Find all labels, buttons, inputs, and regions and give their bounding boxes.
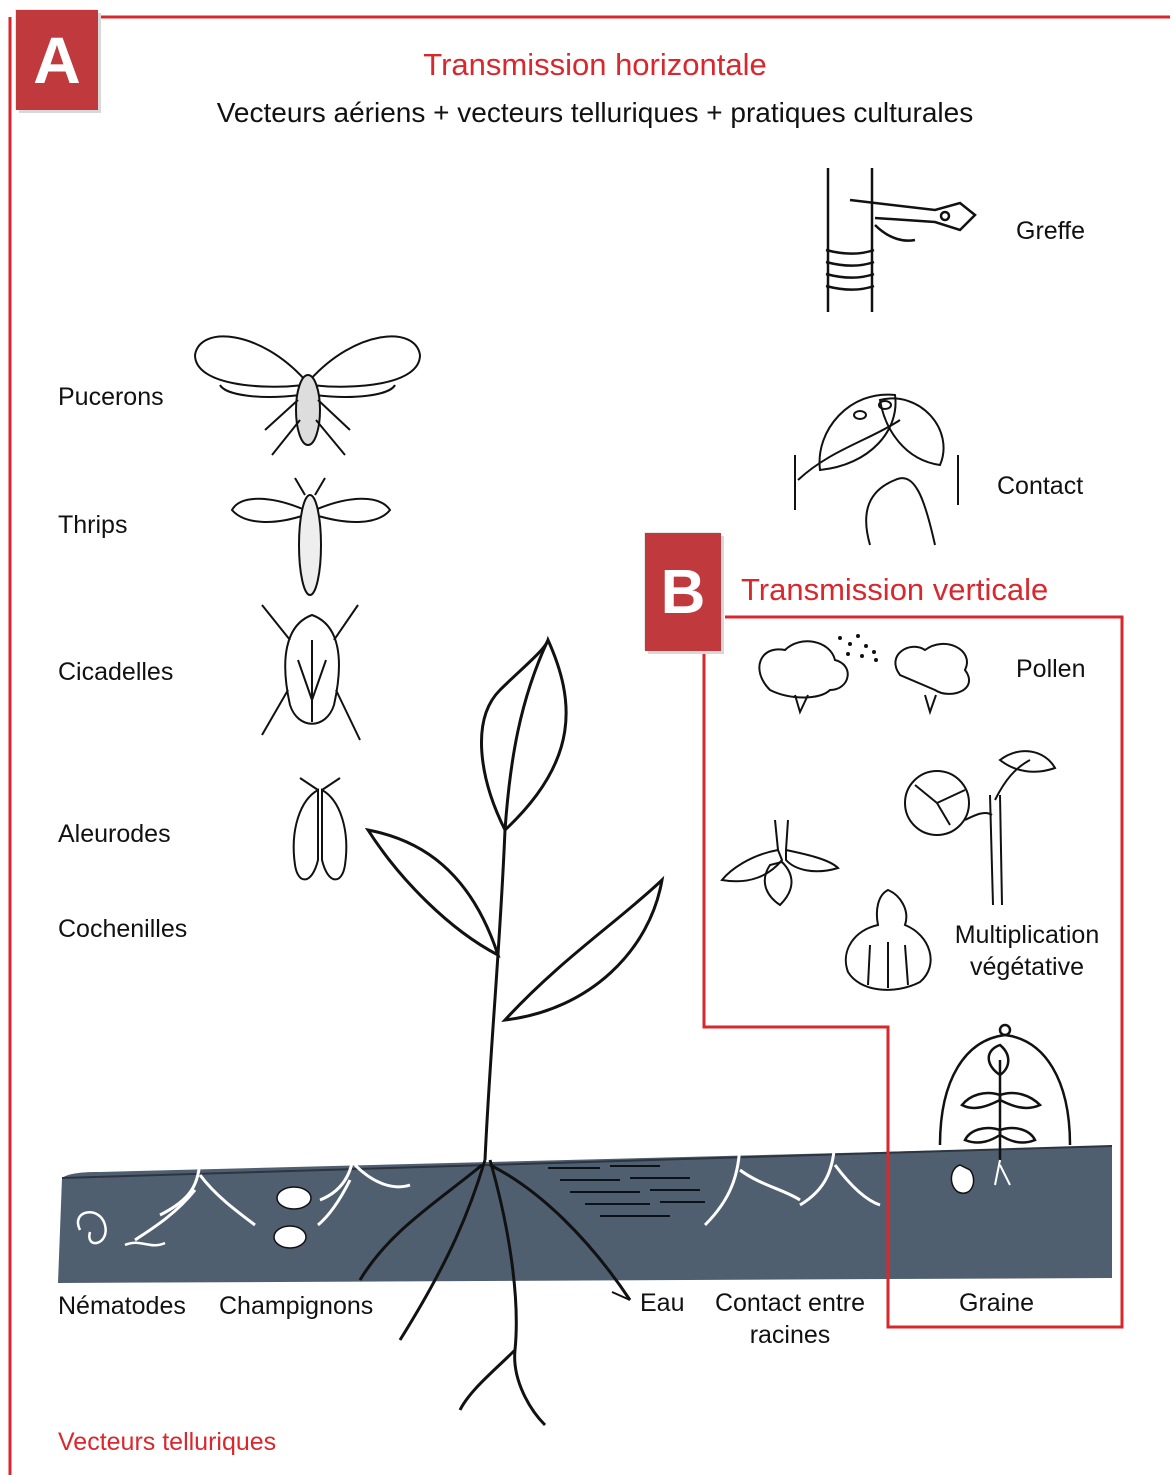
label-aleurodes: Aleurodes [58,819,171,849]
label-pollen: Pollen [1016,654,1086,684]
label-contact-entre: Contact entre [700,1288,880,1318]
contact-icon [795,395,958,545]
panel-b-badge: B [645,533,721,651]
label-vecteurs-telluriques: Vecteurs telluriques [58,1427,276,1457]
aphid-icon [195,336,420,455]
label-cicadelles: Cicadelles [58,657,173,687]
soil-layer [58,1146,1112,1283]
label-pucerons: Pucerons [58,382,164,412]
panel-a-badge-letter: A [33,22,81,98]
runner-plant-icon [905,751,1055,905]
label-eau: Eau [640,1288,684,1318]
panel-a-subtitle: Vecteurs aériens + vecteurs telluriques … [140,96,1050,130]
label-champignons: Champignons [219,1291,373,1321]
graft-icon [826,168,975,312]
label-multiplication: Multiplication [940,920,1114,950]
panel-a-title: Transmission horizontale [320,47,870,83]
bulb-icon [846,890,931,990]
pollen-dots [838,634,878,662]
panel-b-title: Transmission verticale [741,572,1048,608]
panel-b-badge-letter: B [661,557,706,628]
panel-a-badge: A [16,10,98,110]
pollen-flower-icon [759,641,969,712]
label-thrips: Thrips [58,510,127,540]
label-cochenilles: Cochenilles [58,914,187,944]
cutting-icon [722,820,838,905]
label-nematodes: Nématodes [58,1291,186,1321]
label-greffe: Greffe [1016,216,1085,246]
label-graine: Graine [959,1288,1034,1318]
plant-icon [360,640,662,1425]
label-contact: Contact [997,471,1083,501]
cloche-seedling-icon [940,1025,1070,1160]
label-racines: racines [700,1320,880,1350]
leafhopper-icon [262,605,360,740]
label-vegetative: végétative [940,952,1114,982]
thrips-icon [232,478,390,595]
whitefly-icon [294,778,347,879]
